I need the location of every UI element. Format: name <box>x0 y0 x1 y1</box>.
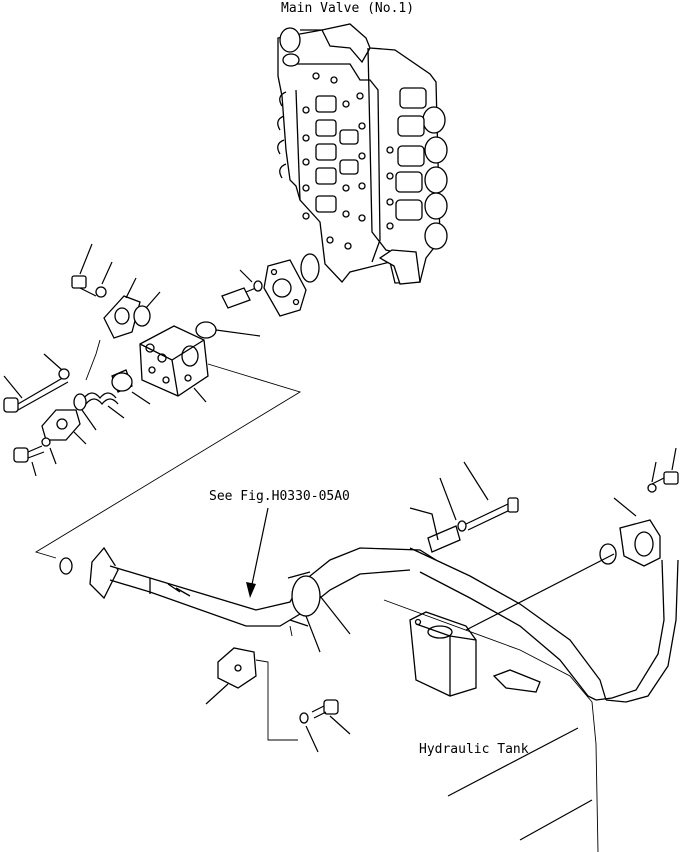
bolt-lower-center <box>299 699 351 753</box>
o-ring-mid <box>195 321 217 339</box>
see-fig-arrow <box>246 507 269 598</box>
tank-flange <box>409 553 615 697</box>
valve-block <box>139 325 209 403</box>
bolt-upper-pair <box>221 269 263 309</box>
main-valve-label: Main Valve (No.1) <box>281 1 414 16</box>
clamp-bolt <box>409 461 519 553</box>
o-ring-pipe-end <box>59 557 73 575</box>
check-valve-parts <box>73 369 151 431</box>
main-valve <box>277 23 448 285</box>
o-ring-left <box>133 305 151 327</box>
hydraulic-tank-label: Hydraulic Tank <box>419 742 529 757</box>
hose-clamp-group <box>409 497 679 703</box>
see-fig-label: See Fig.H0330-05A0 <box>209 489 350 504</box>
split-flange-upper <box>263 259 307 317</box>
bolt-right-top <box>647 447 679 493</box>
bolt-long <box>3 353 70 413</box>
spool-caps <box>395 87 448 250</box>
pad-block <box>492 669 541 693</box>
bolt-lower-left <box>13 437 57 477</box>
bolt-top-left <box>71 243 113 298</box>
o-ring-valve <box>300 253 320 283</box>
flange-small <box>103 277 141 339</box>
hydraulic-tank-outline <box>383 599 599 852</box>
suction-pipe <box>89 546 437 627</box>
bracket-lower <box>205 625 298 741</box>
